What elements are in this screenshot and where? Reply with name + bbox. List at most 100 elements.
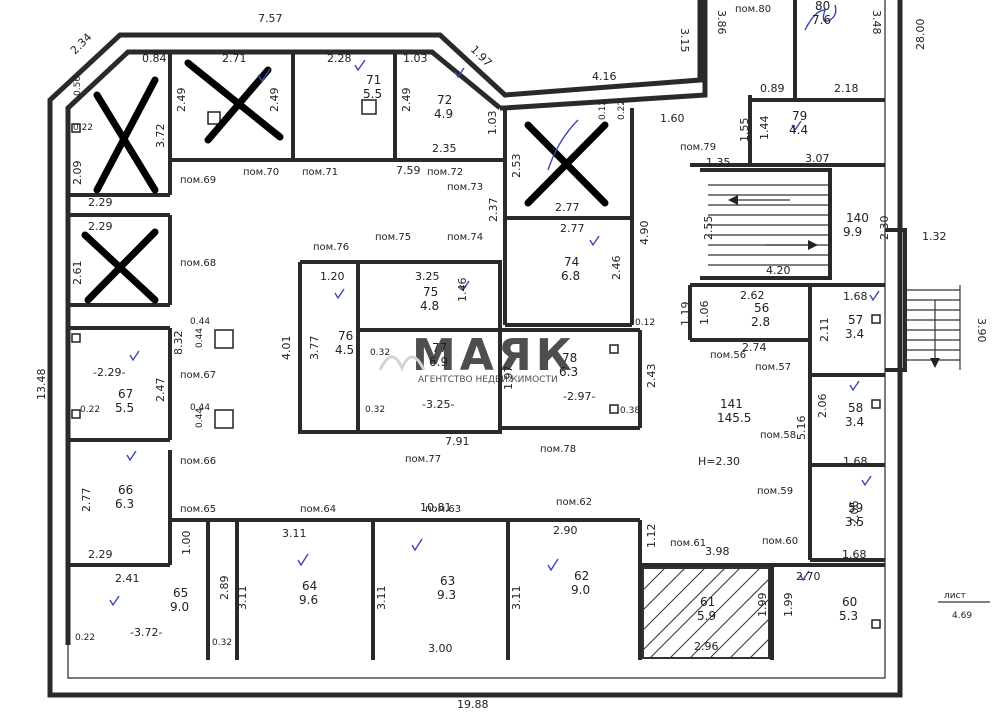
measurement-label: 0.44	[195, 328, 205, 348]
svg-text:3.90: 3.90	[975, 318, 988, 343]
measurement-label: 1.35	[706, 156, 731, 169]
measurement-label: 0.32	[365, 405, 385, 415]
svg-text:1.32: 1.32	[922, 230, 947, 243]
svg-text:3.48: 3.48	[870, 10, 883, 35]
measurement-label: 1.46	[456, 278, 469, 303]
room-number: 67	[118, 387, 133, 401]
measurement-label: 1.68	[843, 455, 868, 468]
measurement-label: 7.59	[396, 164, 421, 177]
room-designation: пом.73	[447, 182, 483, 193]
room-number: 65	[173, 586, 188, 600]
measurement-label: 2.49	[268, 88, 281, 113]
measurement-label: 2.53	[510, 154, 523, 179]
svg-text:19.88: 19.88	[457, 698, 489, 711]
measurement-label: 1.55	[738, 118, 751, 143]
measurement-label: 2.70	[796, 570, 821, 583]
room-area: 4.9	[434, 107, 453, 121]
room-area: 2.8	[751, 315, 770, 329]
measurement-label: 0.12	[598, 100, 608, 120]
svg-text:3.86: 3.86	[715, 10, 728, 35]
measurement-label: -2.29-	[93, 366, 125, 379]
room-area: 9.6	[299, 593, 318, 607]
measurement-label: 2.29	[88, 196, 113, 209]
room-number: 80	[815, 0, 830, 13]
room-number: 74	[564, 255, 579, 269]
room-area: 6.3	[115, 497, 134, 511]
outer-walls	[47, 0, 903, 698]
room-area: 3.5	[845, 515, 864, 529]
room-number: 60	[842, 595, 857, 609]
measurement-label: 2.55	[702, 216, 715, 241]
measurement-label: 2.74	[742, 341, 767, 354]
measurement-label: 2.89	[218, 576, 231, 601]
measurement-label: -2.97-	[563, 390, 595, 403]
measurement-label: 2.71	[222, 52, 247, 65]
room-number: 71	[366, 73, 381, 87]
room-area: 4.8	[420, 299, 439, 313]
measurement-label: -3.72-	[130, 626, 162, 639]
measurement-label: 1.00	[180, 531, 193, 556]
room-area: 5.9	[697, 609, 716, 623]
room-designation: пом.59	[757, 486, 793, 497]
measurement-label: 0.44	[195, 408, 205, 428]
measurement-label: 1.19	[679, 302, 692, 327]
measurement-label: 1.99	[756, 593, 769, 618]
room-area: 9.0	[571, 583, 590, 597]
room-number: 57	[848, 313, 863, 327]
room-designation: пом.57	[755, 362, 791, 373]
room-area: 9.9	[843, 225, 862, 239]
room-designation: пом.60	[762, 536, 798, 547]
measurement-label: H=2.30	[698, 455, 740, 468]
room-number: 61	[700, 595, 715, 609]
measurement-label: 2.06	[848, 501, 861, 526]
measurement-label: 2.49	[400, 88, 413, 113]
room-designation: пом.65	[180, 504, 216, 515]
room-number: 76	[338, 329, 353, 343]
room-area: 5.3	[839, 609, 858, 623]
room-area: 6.3	[559, 365, 578, 379]
staircase	[708, 184, 961, 370]
measurement-label: 3.77	[308, 336, 321, 361]
room-designation: пом.64	[300, 504, 336, 515]
room-designation: пом.74	[447, 232, 483, 243]
room-designation: пом.71	[302, 167, 338, 178]
measurement-label: 1.97	[502, 366, 515, 391]
room-designation: пом.63	[425, 504, 461, 515]
measurement-label: 0.22	[80, 405, 100, 415]
measurement-label: 3.11	[510, 586, 523, 611]
room-area: 4.4	[789, 123, 808, 137]
measurement-label: 2.49	[175, 88, 188, 113]
measurement-label: 3.11	[375, 586, 388, 611]
measurement-label: 4.90	[638, 221, 651, 246]
svg-text:28.00: 28.00	[914, 19, 927, 51]
measurement-label: 2.09	[71, 161, 84, 186]
room-number: 58	[848, 401, 863, 415]
measurement-label: 2.06	[816, 394, 829, 419]
svg-text:4.16: 4.16	[592, 70, 617, 83]
room-area: 9.0	[170, 600, 189, 614]
measurement-label: 2.30	[878, 216, 891, 241]
measurement-label: 3.25	[415, 270, 440, 283]
measurement-label: 1.44	[758, 116, 771, 141]
measurement-label: 0.84	[142, 52, 167, 65]
measurement-label: 1.20	[320, 270, 345, 283]
measurement-label: 0.22	[617, 100, 627, 120]
measurement-label: 0.38	[620, 406, 640, 416]
measurement-label: 3.07	[805, 152, 830, 165]
measurement-label: 2.35	[432, 142, 457, 155]
measurement-label: 1.06	[698, 301, 711, 326]
measurement-label: 2.11	[818, 318, 831, 343]
measurement-label: 7.91	[445, 435, 470, 448]
measurement-label: 2.46	[610, 256, 623, 281]
room-designation: пом.67	[180, 370, 216, 381]
measurement-label: 0.44	[190, 317, 210, 327]
measurement-label: 10.81	[420, 501, 452, 514]
measurement-label: 1.68	[843, 290, 868, 303]
room-number: 78	[562, 351, 577, 365]
room-designation: пом.61	[670, 538, 706, 549]
measurement-label: 0.32	[212, 638, 232, 648]
room-area: 145.5	[717, 411, 751, 425]
watermark-subtitle: АГЕНТСТВО НЕДВИЖИМОСТИ	[418, 375, 558, 385]
svg-text:4.69: 4.69	[952, 611, 972, 621]
